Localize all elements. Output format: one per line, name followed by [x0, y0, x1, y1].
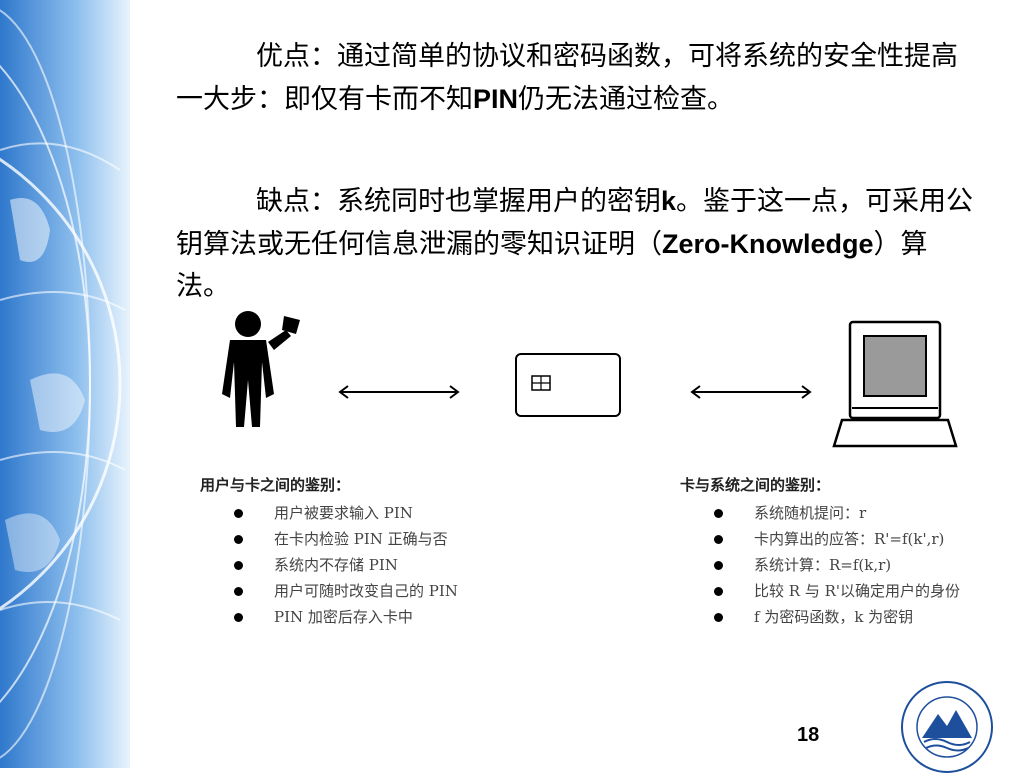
university-seal-logo [901, 681, 993, 773]
bullet-icon [714, 535, 723, 544]
list-heading: 用户与卡之间的鉴别： [200, 476, 351, 494]
authentication-diagram: 用户与卡之间的鉴别： 用户被要求输入 PIN 在卡内检验 PIN 正确与否 系统… [196, 302, 1024, 642]
bullet-icon [234, 535, 243, 544]
list-item: 卡内算出的应答：R'=f(k',r) [680, 526, 960, 552]
computer-icon [832, 320, 958, 448]
list-item: 用户被要求输入 PIN [200, 500, 458, 526]
p2-mid: 。鉴于这一点，可采用公钥算法或无任何信息泄漏的零知识证明（ [176, 186, 974, 260]
p1-tail: 仍无法通过检查。 [518, 84, 735, 115]
bullet-icon [234, 509, 243, 518]
advantage-paragraph: 优点：通过简单的协议和密码函数，可将系统的安全性提高一大步：即仅有卡而不知PIN… [176, 36, 976, 121]
list-item: 系统计算：R=f(k,r) [680, 552, 960, 578]
list-item: 比较 R 与 R'以确定用户的身份 [680, 578, 960, 604]
list-item: 在卡内检验 PIN 正确与否 [200, 526, 458, 552]
p2-tail: ）算法。 [176, 229, 928, 302]
p2-bold2: Zero-Knowledge [662, 229, 874, 259]
card-system-auth-list: 卡与系统之间的鉴别： 系统随机提问：r 卡内算出的应答：R'=f(k',r) 系… [680, 474, 960, 630]
list-item: 系统随机提问：r [680, 500, 960, 526]
bullet-icon [714, 613, 723, 622]
user-icon [222, 311, 300, 427]
p1-bold: PIN [473, 84, 519, 114]
list-item: f 为密码函数，k 为密钥 [680, 604, 960, 630]
double-arrow-icon [338, 385, 460, 399]
bullet-icon [714, 561, 723, 570]
smart-card-icon [515, 353, 621, 417]
list-item: PIN 加密后存入卡中 [200, 604, 458, 630]
list-item: 系统内不存储 PIN [200, 552, 458, 578]
list-heading: 卡与系统之间的鉴别： [680, 476, 831, 494]
p2-text: 缺点：系统同时也掌握用户的密钥 [256, 186, 661, 217]
user-card-auth-list: 用户与卡之间的鉴别： 用户被要求输入 PIN 在卡内检验 PIN 正确与否 系统… [200, 474, 458, 630]
list-item: 用户可随时改变自己的 PIN [200, 578, 458, 604]
bullet-icon [234, 561, 243, 570]
bullet-icon [234, 587, 243, 596]
bullet-icon [234, 613, 243, 622]
p2-bold: k [661, 186, 677, 216]
bullet-icon [714, 509, 723, 518]
globe-decoration [0, 0, 130, 768]
page-number: 18 [797, 724, 820, 746]
double-arrow-icon [690, 385, 812, 399]
disadvantage-paragraph: 缺点：系统同时也掌握用户的密钥k。鉴于这一点，可采用公钥算法或无任何信息泄漏的零… [176, 180, 976, 308]
p1-text: 优点：通过简单的协议和密码函数，可将系统的安全性提高一大步：即仅有卡而不知 [176, 41, 958, 115]
bullet-icon [714, 587, 723, 596]
